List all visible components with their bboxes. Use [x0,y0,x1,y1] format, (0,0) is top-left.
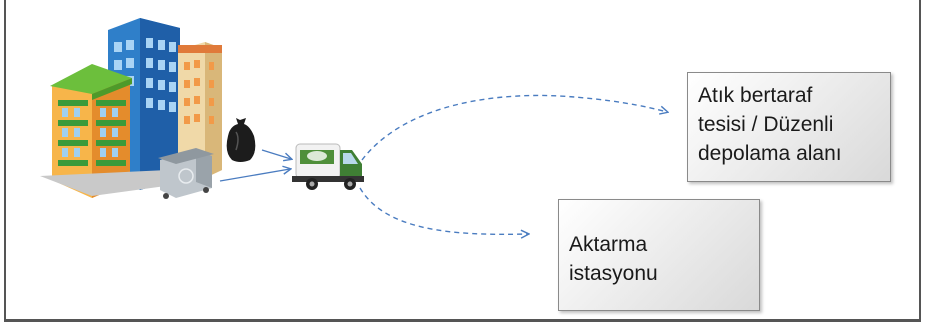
transfer-station-box: Aktarma istasyonu [558,199,760,311]
disposal-facility-box: Atık bertaraf tesisi / Düzenli depolama … [687,72,891,182]
waste-container-icon [158,148,214,199]
arrow-truck-to-disposal [361,94,667,161]
arrow-truck-to-transfer [359,187,528,234]
transfer-station-line-1: Aktarma [569,233,648,256]
garbage-bag-icon [226,118,256,162]
arrow-bag-to-truck [261,149,291,159]
disposal-facility-line-2: tesisi / Düzenli [698,113,834,136]
garbage-truck-icon [292,143,364,190]
transfer-station-line-2: istasyonu [569,262,658,285]
arrow-container-to-truck [219,169,290,182]
diagram-frame [4,0,921,322]
disposal-facility-line-3: depolama alanı [698,142,842,165]
buildings-illustration [40,18,222,198]
disposal-facility-line-1: Atık bertaraf [698,84,813,107]
